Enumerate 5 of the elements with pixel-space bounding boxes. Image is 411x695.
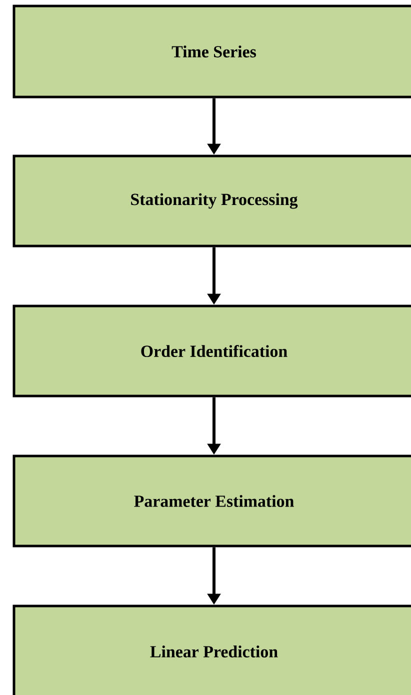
process-box: Stationarity Processing [12, 154, 411, 248]
process-box: Order Identification [12, 304, 411, 398]
process-box: Time Series [12, 4, 411, 98]
process-box: Parameter Estimation [12, 454, 411, 548]
process-box: Linear Prediction [12, 604, 411, 695]
